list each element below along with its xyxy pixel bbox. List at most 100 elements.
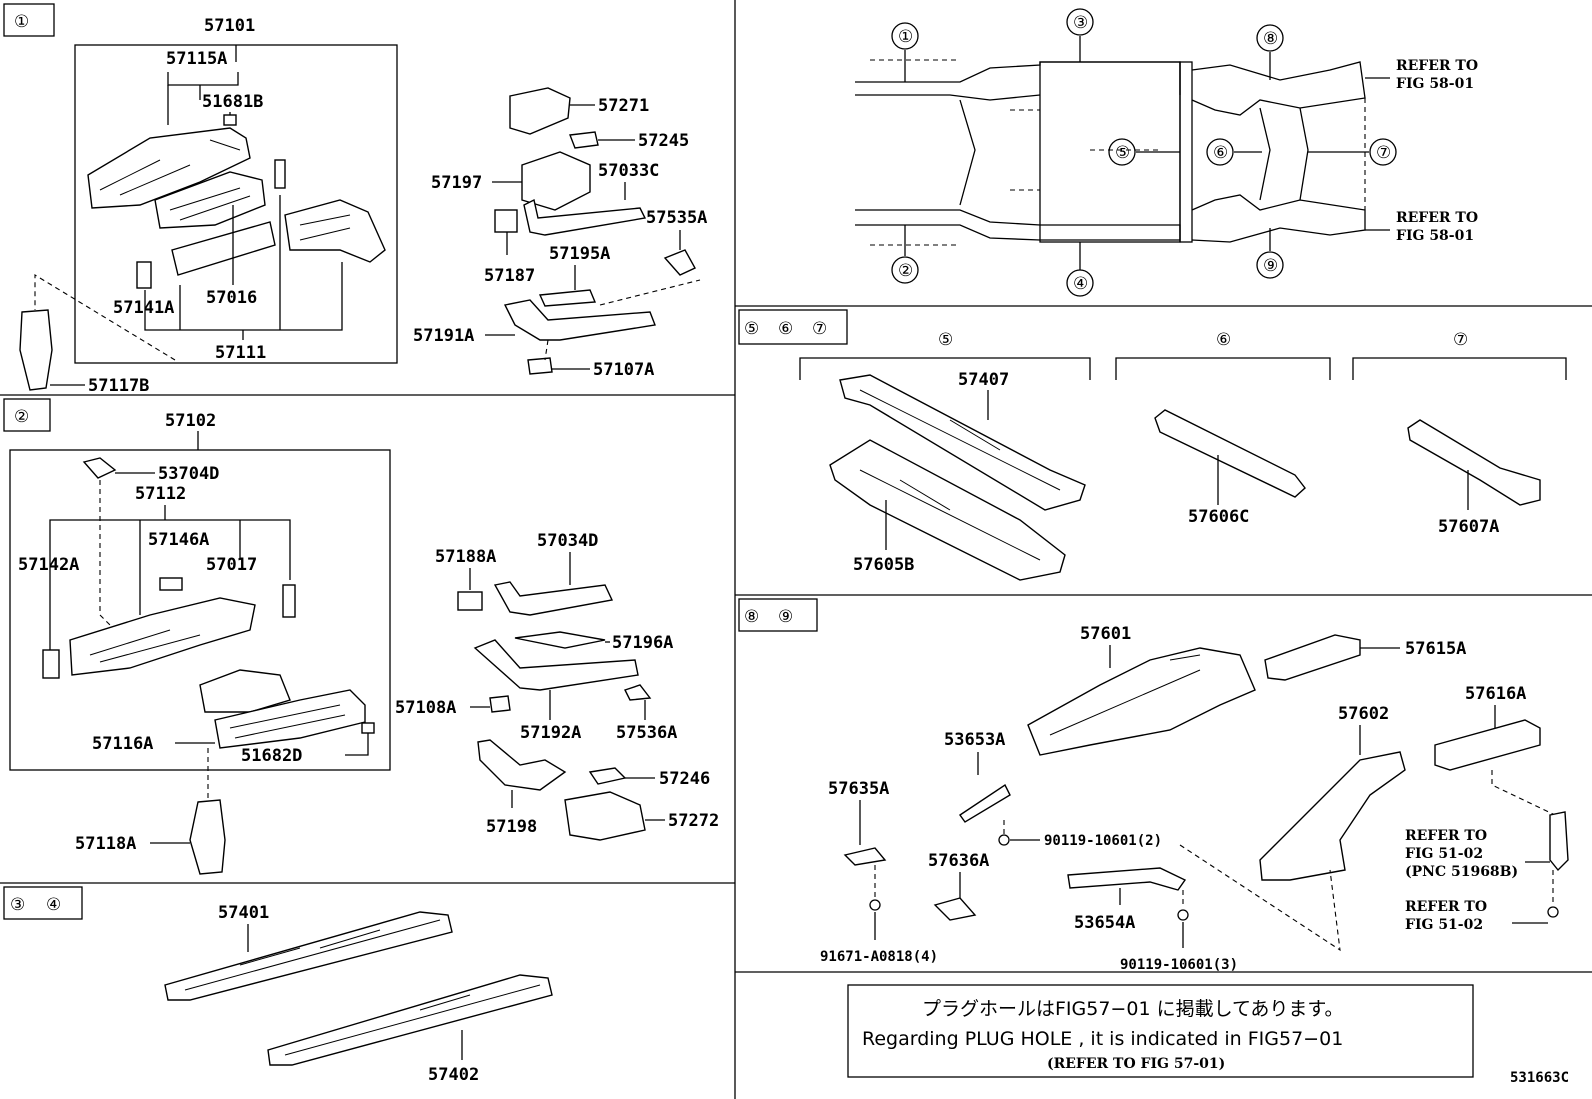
- label-57101: 57101: [204, 16, 255, 36]
- section-5-6-7: ⑤ ⑥ ⑦ 57407 57605B 57606C 57607A: [799, 330, 1567, 581]
- note-jp: プラグホールはFIG57−01 に掲載してあります。: [922, 998, 1344, 1020]
- svg-text:⑨: ⑨: [1263, 256, 1278, 276]
- label-57187: 57187: [484, 266, 535, 286]
- fastener-91671: 91671-A0818(4): [820, 949, 938, 965]
- label-57034D: 57034D: [537, 531, 598, 551]
- label-57017: 57017: [206, 555, 257, 575]
- svg-text:④: ④: [1073, 274, 1088, 294]
- part-57601-shape: [1027, 647, 1256, 756]
- note-en: Regarding PLUG HOLE , it is indicated in…: [862, 1028, 1343, 1050]
- svg-text:②: ②: [898, 261, 913, 281]
- label-57108A: 57108A: [395, 698, 456, 718]
- label-57118A: 57118A: [75, 834, 136, 854]
- part-57402-shape: [267, 974, 553, 1066]
- svg-text:⑥: ⑥: [1213, 143, 1228, 163]
- svg-text:FIG 58-01: FIG 58-01: [1396, 76, 1474, 92]
- label-57033C: 57033C: [598, 161, 659, 181]
- label-57115A: 57115A: [166, 49, 227, 69]
- label-57112: 57112: [135, 484, 186, 504]
- label-57197: 57197: [431, 173, 482, 193]
- label-57195A: 57195A: [549, 244, 610, 264]
- label-57607A: 57607A: [1438, 517, 1499, 537]
- label-57401: 57401: [218, 903, 269, 923]
- label-57196A: 57196A: [612, 633, 673, 653]
- svg-text:⑦: ⑦: [1453, 330, 1468, 350]
- label-57601: 57601: [1080, 624, 1131, 644]
- note-ref: (REFER TO FIG 57-01): [1047, 1056, 1225, 1072]
- svg-text:(PNC 51968B): (PNC 51968B): [1405, 864, 1518, 880]
- fastener-90119-2: 90119-10601(2): [1044, 833, 1162, 849]
- plug-hole-note: プラグホールはFIG57−01 に掲載してあります。 Regarding PLU…: [847, 984, 1474, 1078]
- section-tag-5-6-7: ⑤ ⑥ ⑦: [738, 309, 848, 345]
- label-57117B: 57117B: [88, 376, 149, 396]
- label-57141A: 57141A: [113, 298, 174, 318]
- label-57615A: 57615A: [1405, 639, 1466, 659]
- part-57615A-shape: [1264, 634, 1361, 681]
- label-57016: 57016: [206, 288, 257, 308]
- label-57535A: 57535A: [646, 208, 707, 228]
- section-tag-8-9: ⑧ ⑨: [738, 598, 818, 632]
- label-57192A: 57192A: [520, 723, 581, 743]
- svg-text:⑤: ⑤: [1115, 143, 1130, 163]
- part-57616A-shape: [1434, 719, 1541, 771]
- label-57188A: 57188A: [435, 547, 496, 567]
- svg-text:REFER TO: REFER TO: [1396, 58, 1478, 74]
- part-57118A-shape: [189, 799, 226, 875]
- svg-text:⑥: ⑥: [1216, 330, 1231, 350]
- label-57107A: 57107A: [593, 360, 654, 380]
- svg-text:FIG 51-02: FIG 51-02: [1405, 846, 1483, 862]
- label-57606C: 57606C: [1188, 507, 1249, 527]
- svg-text:③: ③: [1073, 13, 1088, 33]
- label-57111: 57111: [215, 343, 266, 363]
- svg-text:①: ①: [898, 27, 913, 47]
- svg-text:REFER TO: REFER TO: [1396, 210, 1478, 226]
- figure-id: 531663C: [1510, 1070, 1569, 1086]
- label-57146A: 57146A: [148, 530, 209, 550]
- svg-text:④: ④: [46, 895, 61, 915]
- label-57142A: 57142A: [18, 555, 79, 575]
- fastener-90119-3: 90119-10601(3): [1120, 957, 1238, 973]
- label-57636A: 57636A: [928, 851, 989, 871]
- label-57102: 57102: [165, 411, 216, 431]
- svg-text:⑤: ⑤: [938, 330, 953, 350]
- label-57616A: 57616A: [1465, 684, 1526, 704]
- label-53653A: 53653A: [944, 730, 1005, 750]
- label-53704D: 53704D: [158, 464, 219, 484]
- svg-text:⑨: ⑨: [778, 607, 793, 627]
- label-57272: 57272: [668, 811, 719, 831]
- section-1: 57101 57115A 51681B 57016 57141A 57111 5: [19, 16, 707, 396]
- section-tag-3-4: ③ ④: [3, 886, 83, 920]
- svg-text:FIG 58-01: FIG 58-01: [1396, 228, 1474, 244]
- label-57116A: 57116A: [92, 734, 153, 754]
- label-57602: 57602: [1338, 704, 1389, 724]
- part-53654A-shape: [1067, 867, 1187, 891]
- label-57271: 57271: [598, 96, 649, 116]
- svg-text:FIG 51-02: FIG 51-02: [1405, 917, 1483, 933]
- label-57536A: 57536A: [616, 723, 677, 743]
- svg-text:REFER TO: REFER TO: [1405, 899, 1487, 915]
- label-57635A: 57635A: [828, 779, 889, 799]
- svg-text:①: ①: [14, 12, 29, 32]
- label-57407: 57407: [958, 370, 1009, 390]
- label-57246: 57246: [659, 769, 710, 789]
- svg-text:⑦: ⑦: [812, 319, 827, 339]
- label-57245: 57245: [638, 131, 689, 151]
- part-57407-shape: [839, 374, 1086, 511]
- label-57402: 57402: [428, 1065, 479, 1085]
- svg-text:REFER TO: REFER TO: [1405, 828, 1487, 844]
- part-57117B-shape: [19, 309, 53, 391]
- section-2: 57102 53704D 57112 57146A 57017 57142A 5…: [9, 411, 719, 875]
- label-51681B: 51681B: [202, 92, 263, 112]
- part-57115A-shape: [87, 127, 251, 209]
- svg-text:⑦: ⑦: [1376, 143, 1391, 163]
- underbody-overview: ① ② ③ ④ ⑤ ⑥ ⑦ ⑧ ⑨ REFER TO FIG 58-01 REF…: [855, 8, 1478, 297]
- label-57198: 57198: [486, 817, 537, 837]
- svg-text:⑥: ⑥: [778, 319, 793, 339]
- part-57112-shape: [69, 597, 256, 676]
- label-57191A: 57191A: [413, 326, 474, 346]
- label-57605B: 57605B: [853, 555, 914, 575]
- label-53654A: 53654A: [1074, 913, 1135, 933]
- section-tag-2: ②: [3, 398, 51, 432]
